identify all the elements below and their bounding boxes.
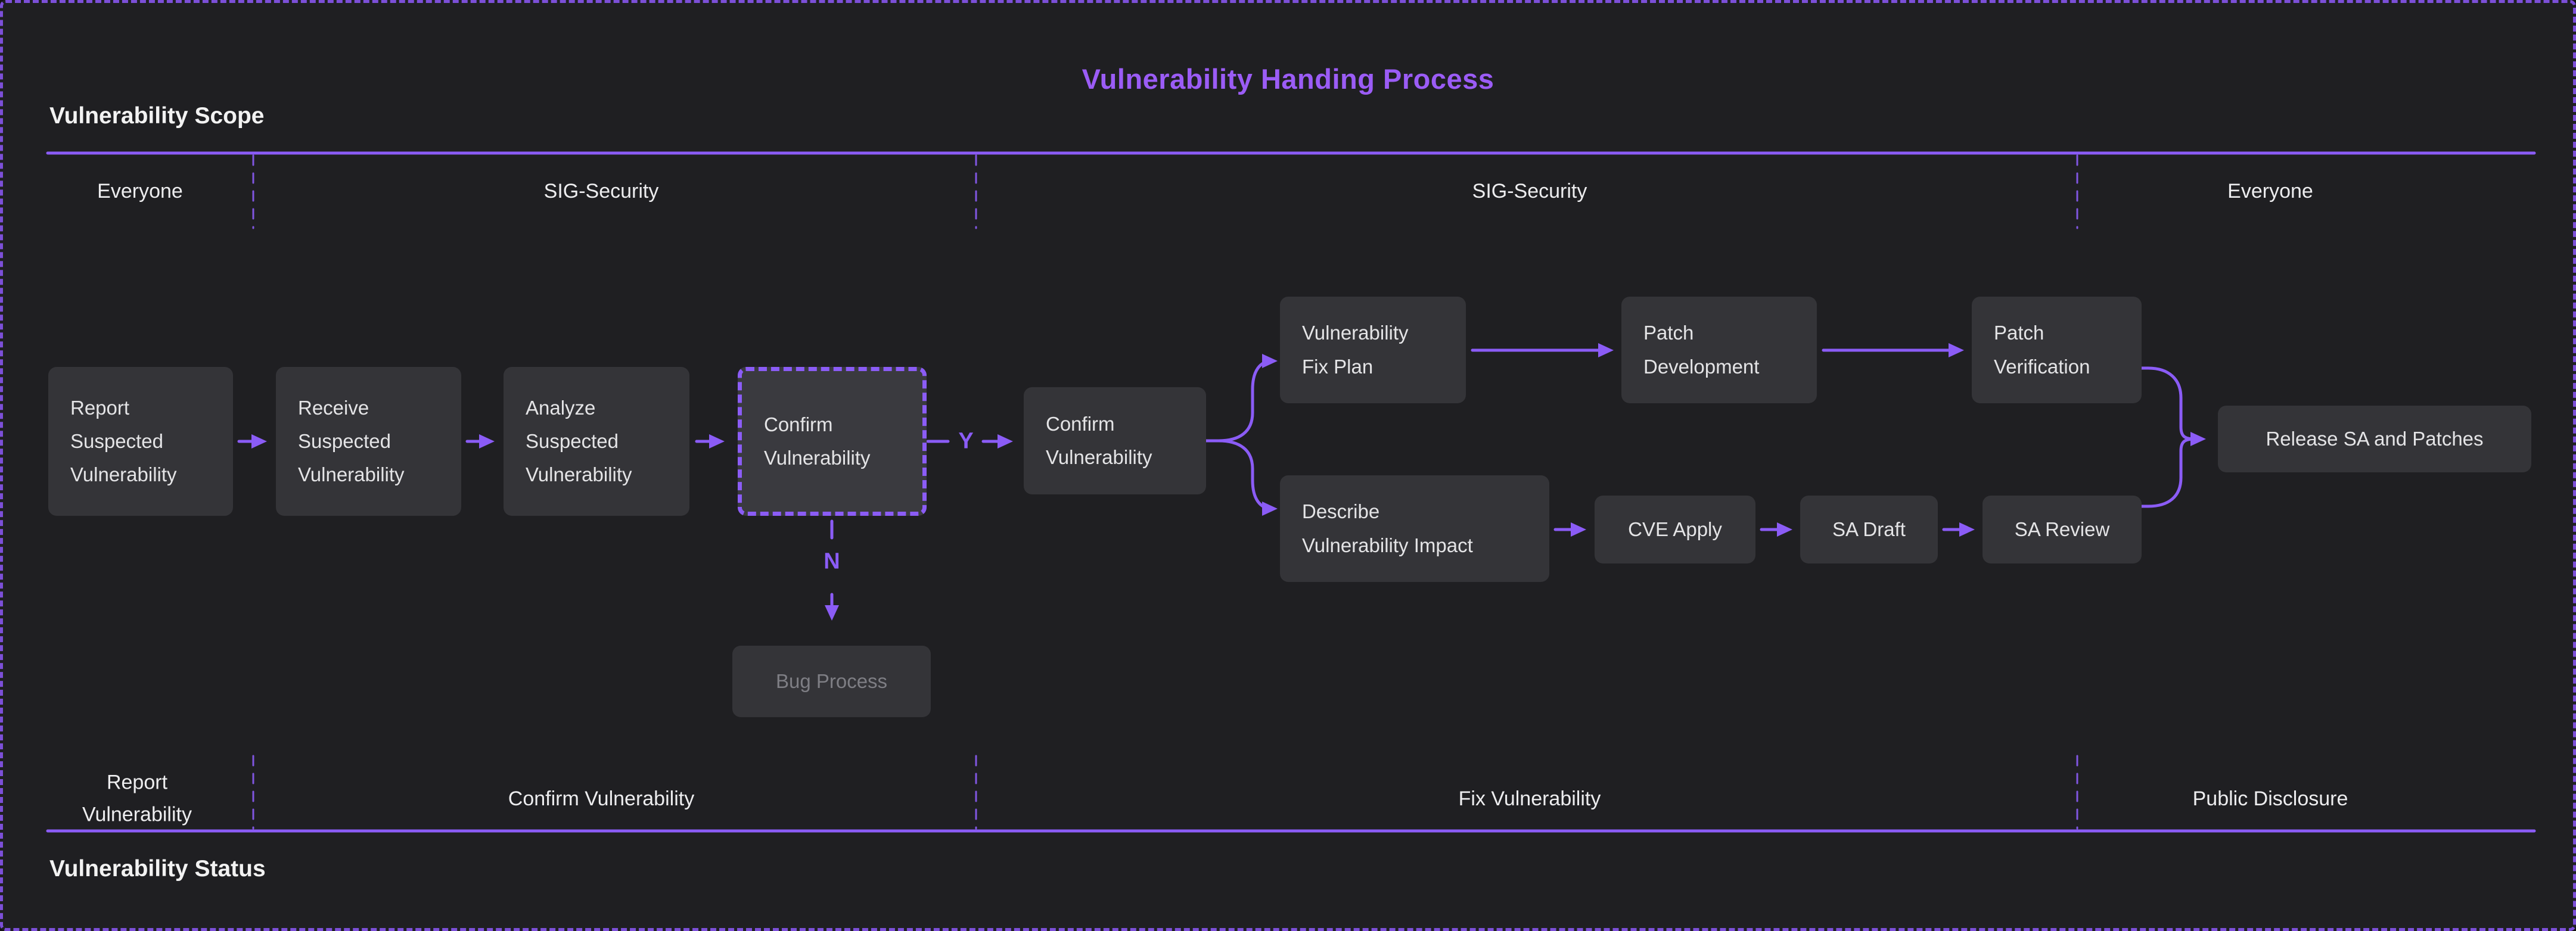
node-vulnerability-fix-plan[interactable]: Vulnerability Fix Plan (1280, 297, 1466, 403)
edge-label-no: N (824, 549, 840, 574)
node-release-sa-and-patches[interactable]: Release SA and Patches (2218, 406, 2531, 472)
scope-band-title: Vulnerability Scope (49, 103, 265, 129)
edge-sareview-merge (2140, 437, 2196, 508)
scope-lane-everyone-left: Everyone (97, 179, 183, 203)
status-lane-public-disclosure: Public Disclosure (2192, 787, 2348, 810)
node-analyze-suspected-vulnerability[interactable]: Analyze Suspected Vulnerability (504, 367, 689, 516)
scope-lane-sig-security-right: SIG-Security (1472, 179, 1587, 203)
edge-label-yes: Y (958, 428, 974, 454)
node-describe-vulnerability-impact[interactable]: Describe Vulnerability Impact (1280, 475, 1549, 582)
page-title: Vulnerability Handing Process (1082, 63, 1494, 95)
node-sa-review[interactable]: SA Review (1983, 496, 2142, 563)
node-cve-apply[interactable]: CVE Apply (1595, 496, 1755, 563)
node-patch-verification[interactable]: Patch Verification (1972, 297, 2142, 403)
status-lane-fix-vulnerability: Fix Vulnerability (1458, 787, 1601, 810)
node-confirm-vulnerability-decision[interactable]: Confirm Vulnerability (738, 367, 927, 516)
node-patch-development[interactable]: Patch Development (1621, 297, 1817, 403)
node-bug-process[interactable]: Bug Process (732, 646, 931, 717)
node-receive-suspected-vulnerability[interactable]: Receive Suspected Vulnerability (276, 367, 461, 516)
edge-confirm-fixplan (1204, 354, 1278, 443)
edge-patchverif-merge (2140, 366, 2196, 441)
edge-confirm-describe (1204, 439, 1278, 516)
scope-lane-sig-security-left: SIG-Security (543, 179, 659, 203)
status-band-title: Vulnerability Status (49, 856, 266, 882)
status-lane-confirm-vulnerability: Confirm Vulnerability (508, 787, 695, 810)
node-report-suspected-vulnerability[interactable]: Report Suspected Vulnerability (48, 367, 233, 516)
scope-lane-everyone-right: Everyone (2227, 179, 2313, 203)
node-sa-draft[interactable]: SA Draft (1800, 496, 1938, 563)
status-lane-report-vulnerability: Report Vulnerability (82, 771, 192, 826)
node-confirm-vulnerability[interactable]: Confirm Vulnerability (1024, 387, 1206, 494)
